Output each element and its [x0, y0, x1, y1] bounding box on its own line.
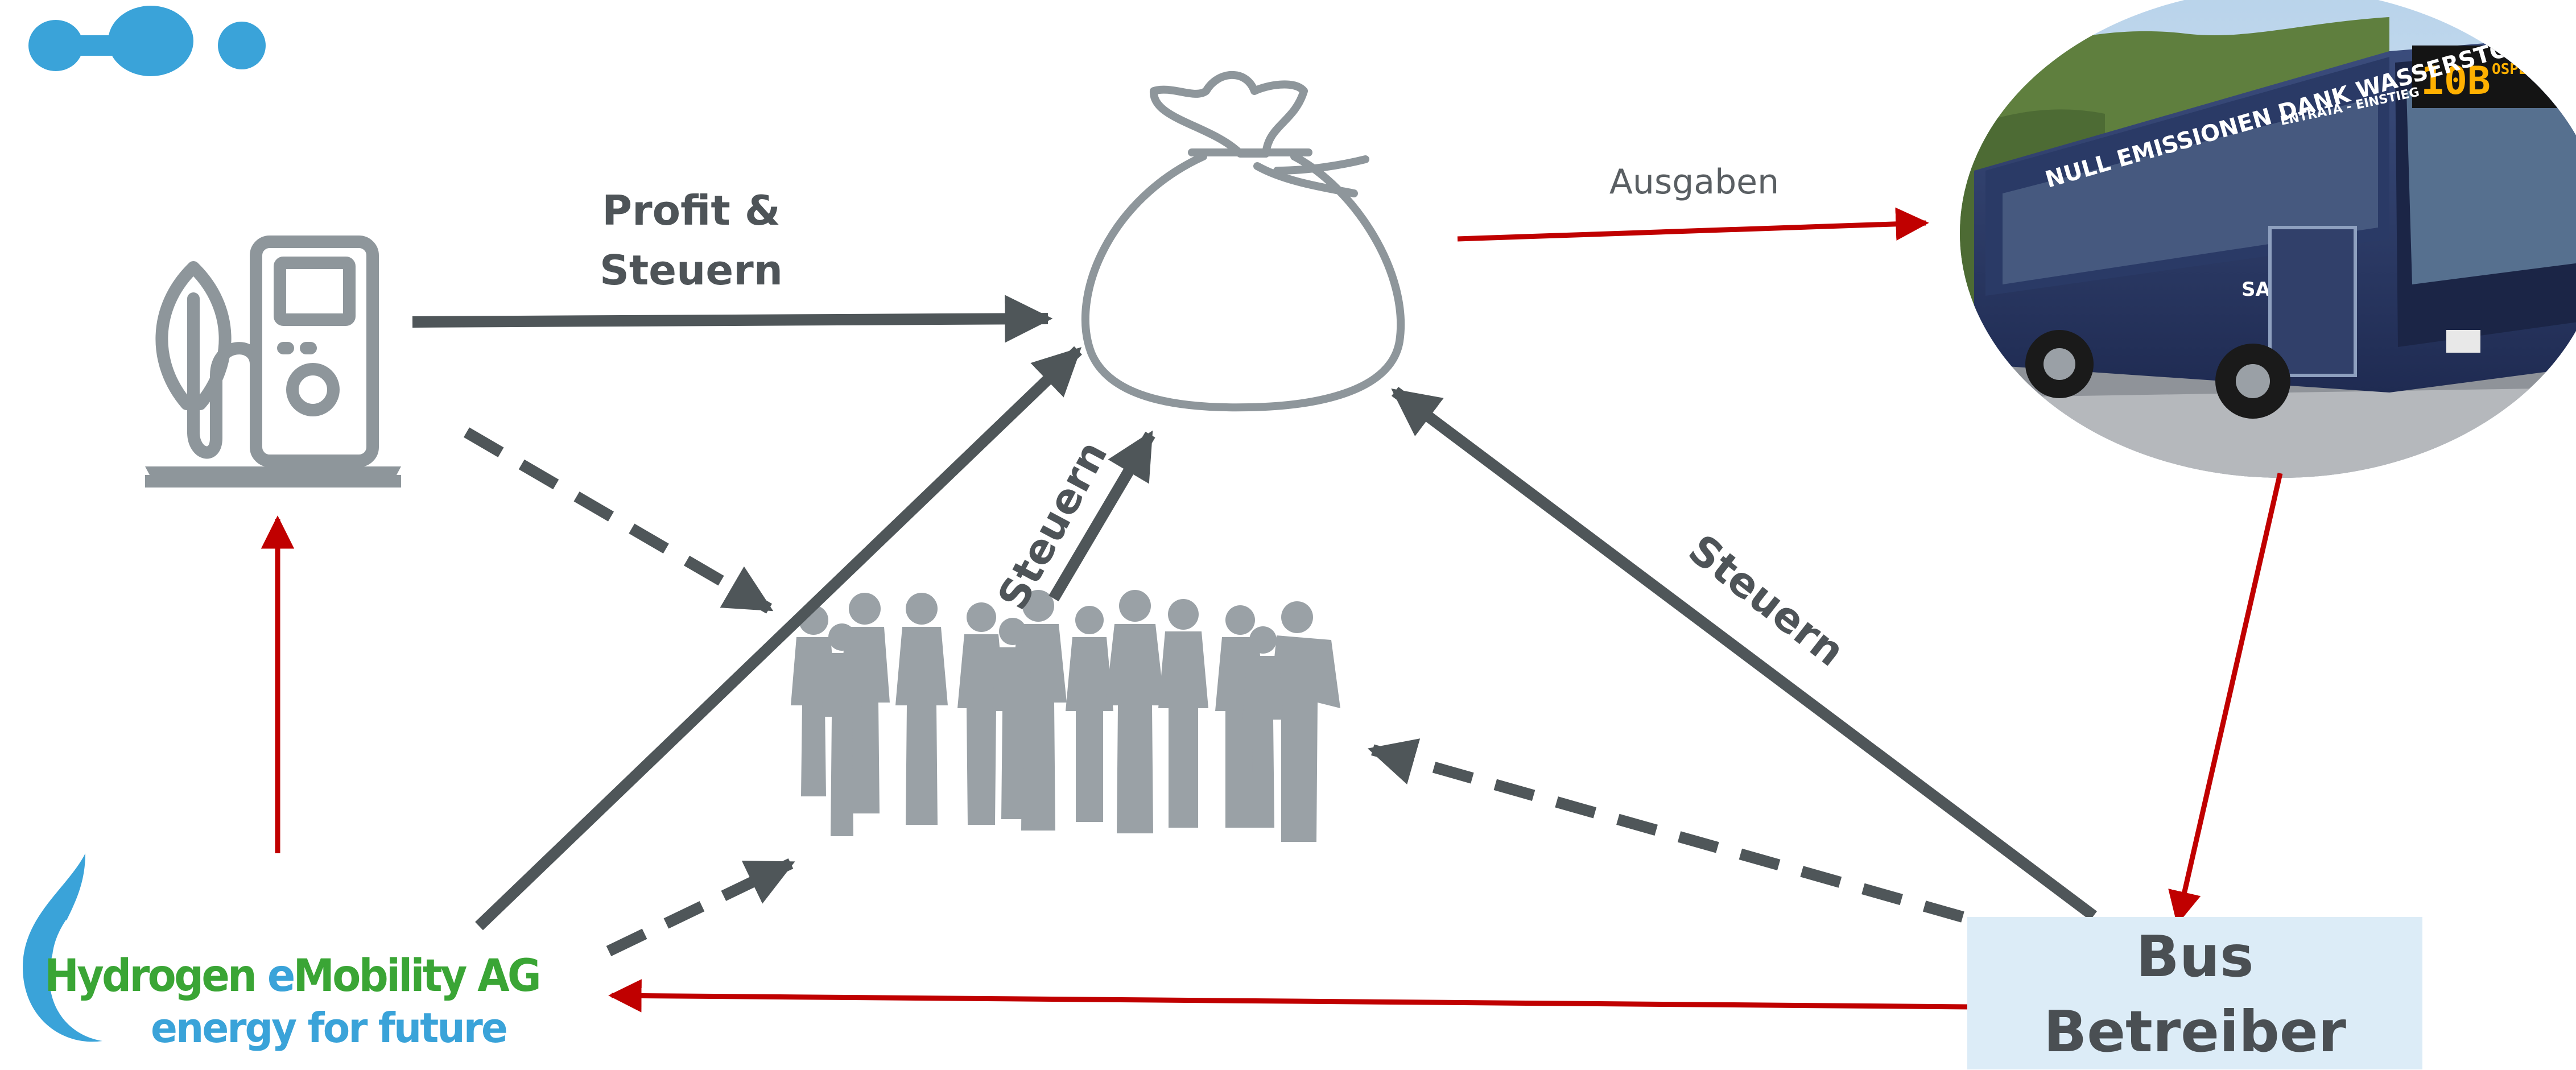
bus-destination: OSPEDALE KRANKENHAUS — [2492, 61, 2576, 78]
water-drop-icon — [23, 853, 102, 1042]
logo-dots-icon — [28, 6, 266, 76]
bus-operator-line1: Bus — [2136, 923, 2254, 990]
label-profit-line2: Steuern — [600, 246, 783, 294]
dark-arrows — [412, 295, 2098, 931]
money-bag-icon — [1081, 71, 1405, 412]
company-logo: Hydrogen eMobility AG energy for future — [23, 853, 542, 1052]
dashed-arrows — [463, 427, 1964, 957]
arrow-operator-to-bag — [1391, 387, 2098, 920]
dashed-arrow-station-to-people — [463, 427, 774, 614]
logo-company-name: Hydrogen eMobility AG — [44, 951, 539, 1002]
label-ausgaben: Ausgaben — [1609, 162, 1779, 202]
dashed-arrow-company-to-people — [606, 858, 795, 957]
arrow-station-to-bag — [412, 295, 1053, 343]
bus-route-number: 10B — [2421, 59, 2491, 104]
bus-operator-line2: Betreiber — [2044, 998, 2347, 1065]
label-steuern-bus: Steuern — [1680, 525, 1853, 675]
eco-fuel-station-icon — [145, 236, 401, 488]
red-arrow-bus-to-operator — [2168, 472, 2283, 925]
logo-tagline: energy for future — [151, 1004, 506, 1052]
crowd-silhouette-icon — [791, 590, 1340, 842]
hydrogen-bus-photo: 10B OSPEDALE KRANKENHAUS NULL EMISSIONEN… — [1960, 0, 2576, 478]
red-arrow-operator-to-company — [608, 979, 1969, 1013]
bus-operator-box: Bus Betreiber — [1967, 917, 2422, 1069]
red-arrow-bag-to-bus — [1457, 207, 1929, 242]
dashed-arrow-operator-to-people — [1367, 738, 1964, 923]
label-profit-line1: Profit & — [602, 187, 780, 234]
arrow-people-to-bag — [1048, 430, 1155, 602]
arrow-company-to-bag — [475, 346, 1082, 931]
red-arrows — [261, 207, 2283, 1013]
